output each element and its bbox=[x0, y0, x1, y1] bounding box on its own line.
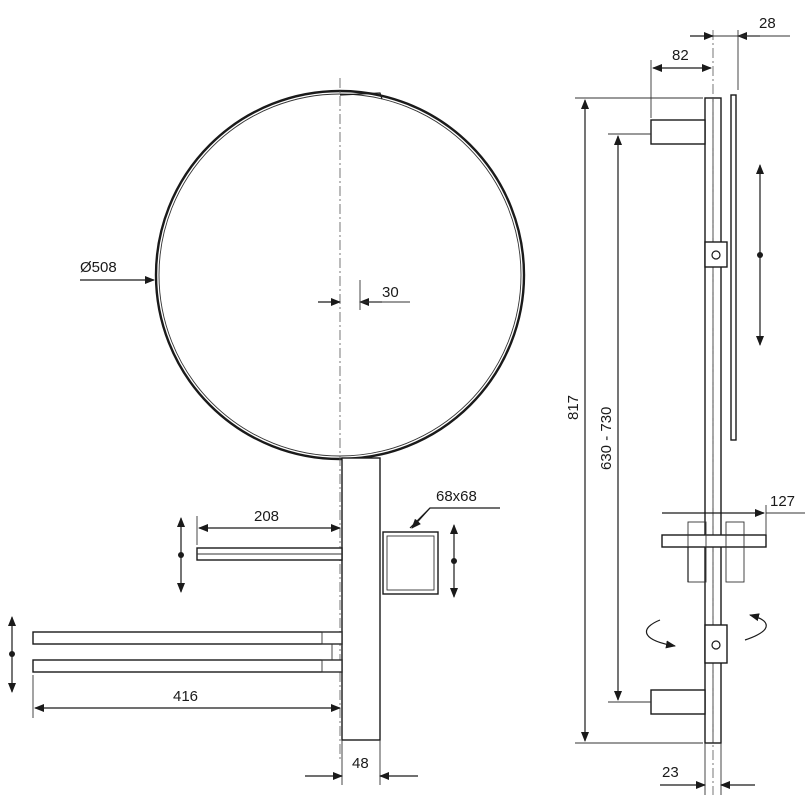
dim-bottom-offset: 23 bbox=[662, 764, 679, 781]
front-view: Ø508 30 208 68x68 416 48 bbox=[8, 78, 526, 785]
dim-towel-length: 416 bbox=[173, 688, 198, 705]
double-arrow-vertical-icon bbox=[756, 164, 764, 346]
dim-rail-depth: 82 bbox=[672, 47, 689, 64]
dim-mirror-diameter: Ø508 bbox=[80, 259, 117, 276]
double-arrow-vertical-icon bbox=[8, 616, 16, 693]
towel-bar-upper bbox=[32, 631, 343, 645]
shelf-side bbox=[661, 534, 767, 548]
dim-mirror-offset: 30 bbox=[382, 284, 399, 301]
mirror-bracket bbox=[339, 92, 383, 100]
double-arrow-vertical-icon bbox=[450, 524, 458, 598]
mirror-clamp bbox=[704, 241, 728, 268]
dim-shelf-width: 208 bbox=[254, 508, 279, 525]
dim-column-diameter: 48 bbox=[352, 755, 369, 772]
side-view: 28 82 817 630 - 730 127 23 bbox=[565, 15, 805, 795]
mirror-side bbox=[730, 94, 737, 441]
dim-adjust-range: 630 - 730 bbox=[598, 407, 615, 470]
dim-total-height: 817 bbox=[565, 395, 582, 420]
dim-top-right-offset: 28 bbox=[759, 15, 776, 32]
double-arrow-vertical-icon bbox=[177, 517, 185, 593]
swivel-clamp bbox=[704, 624, 728, 664]
wall-bracket-bottom bbox=[650, 689, 706, 715]
rotation-arrow-icon bbox=[645, 613, 767, 649]
towel-bar-lower bbox=[32, 659, 343, 673]
wall-bracket-top bbox=[650, 119, 706, 145]
cup-holder bbox=[382, 531, 439, 595]
column bbox=[341, 457, 381, 741]
dim-shelf-depth: 127 bbox=[770, 493, 795, 510]
dim-cup-size: 68x68 bbox=[436, 488, 477, 505]
